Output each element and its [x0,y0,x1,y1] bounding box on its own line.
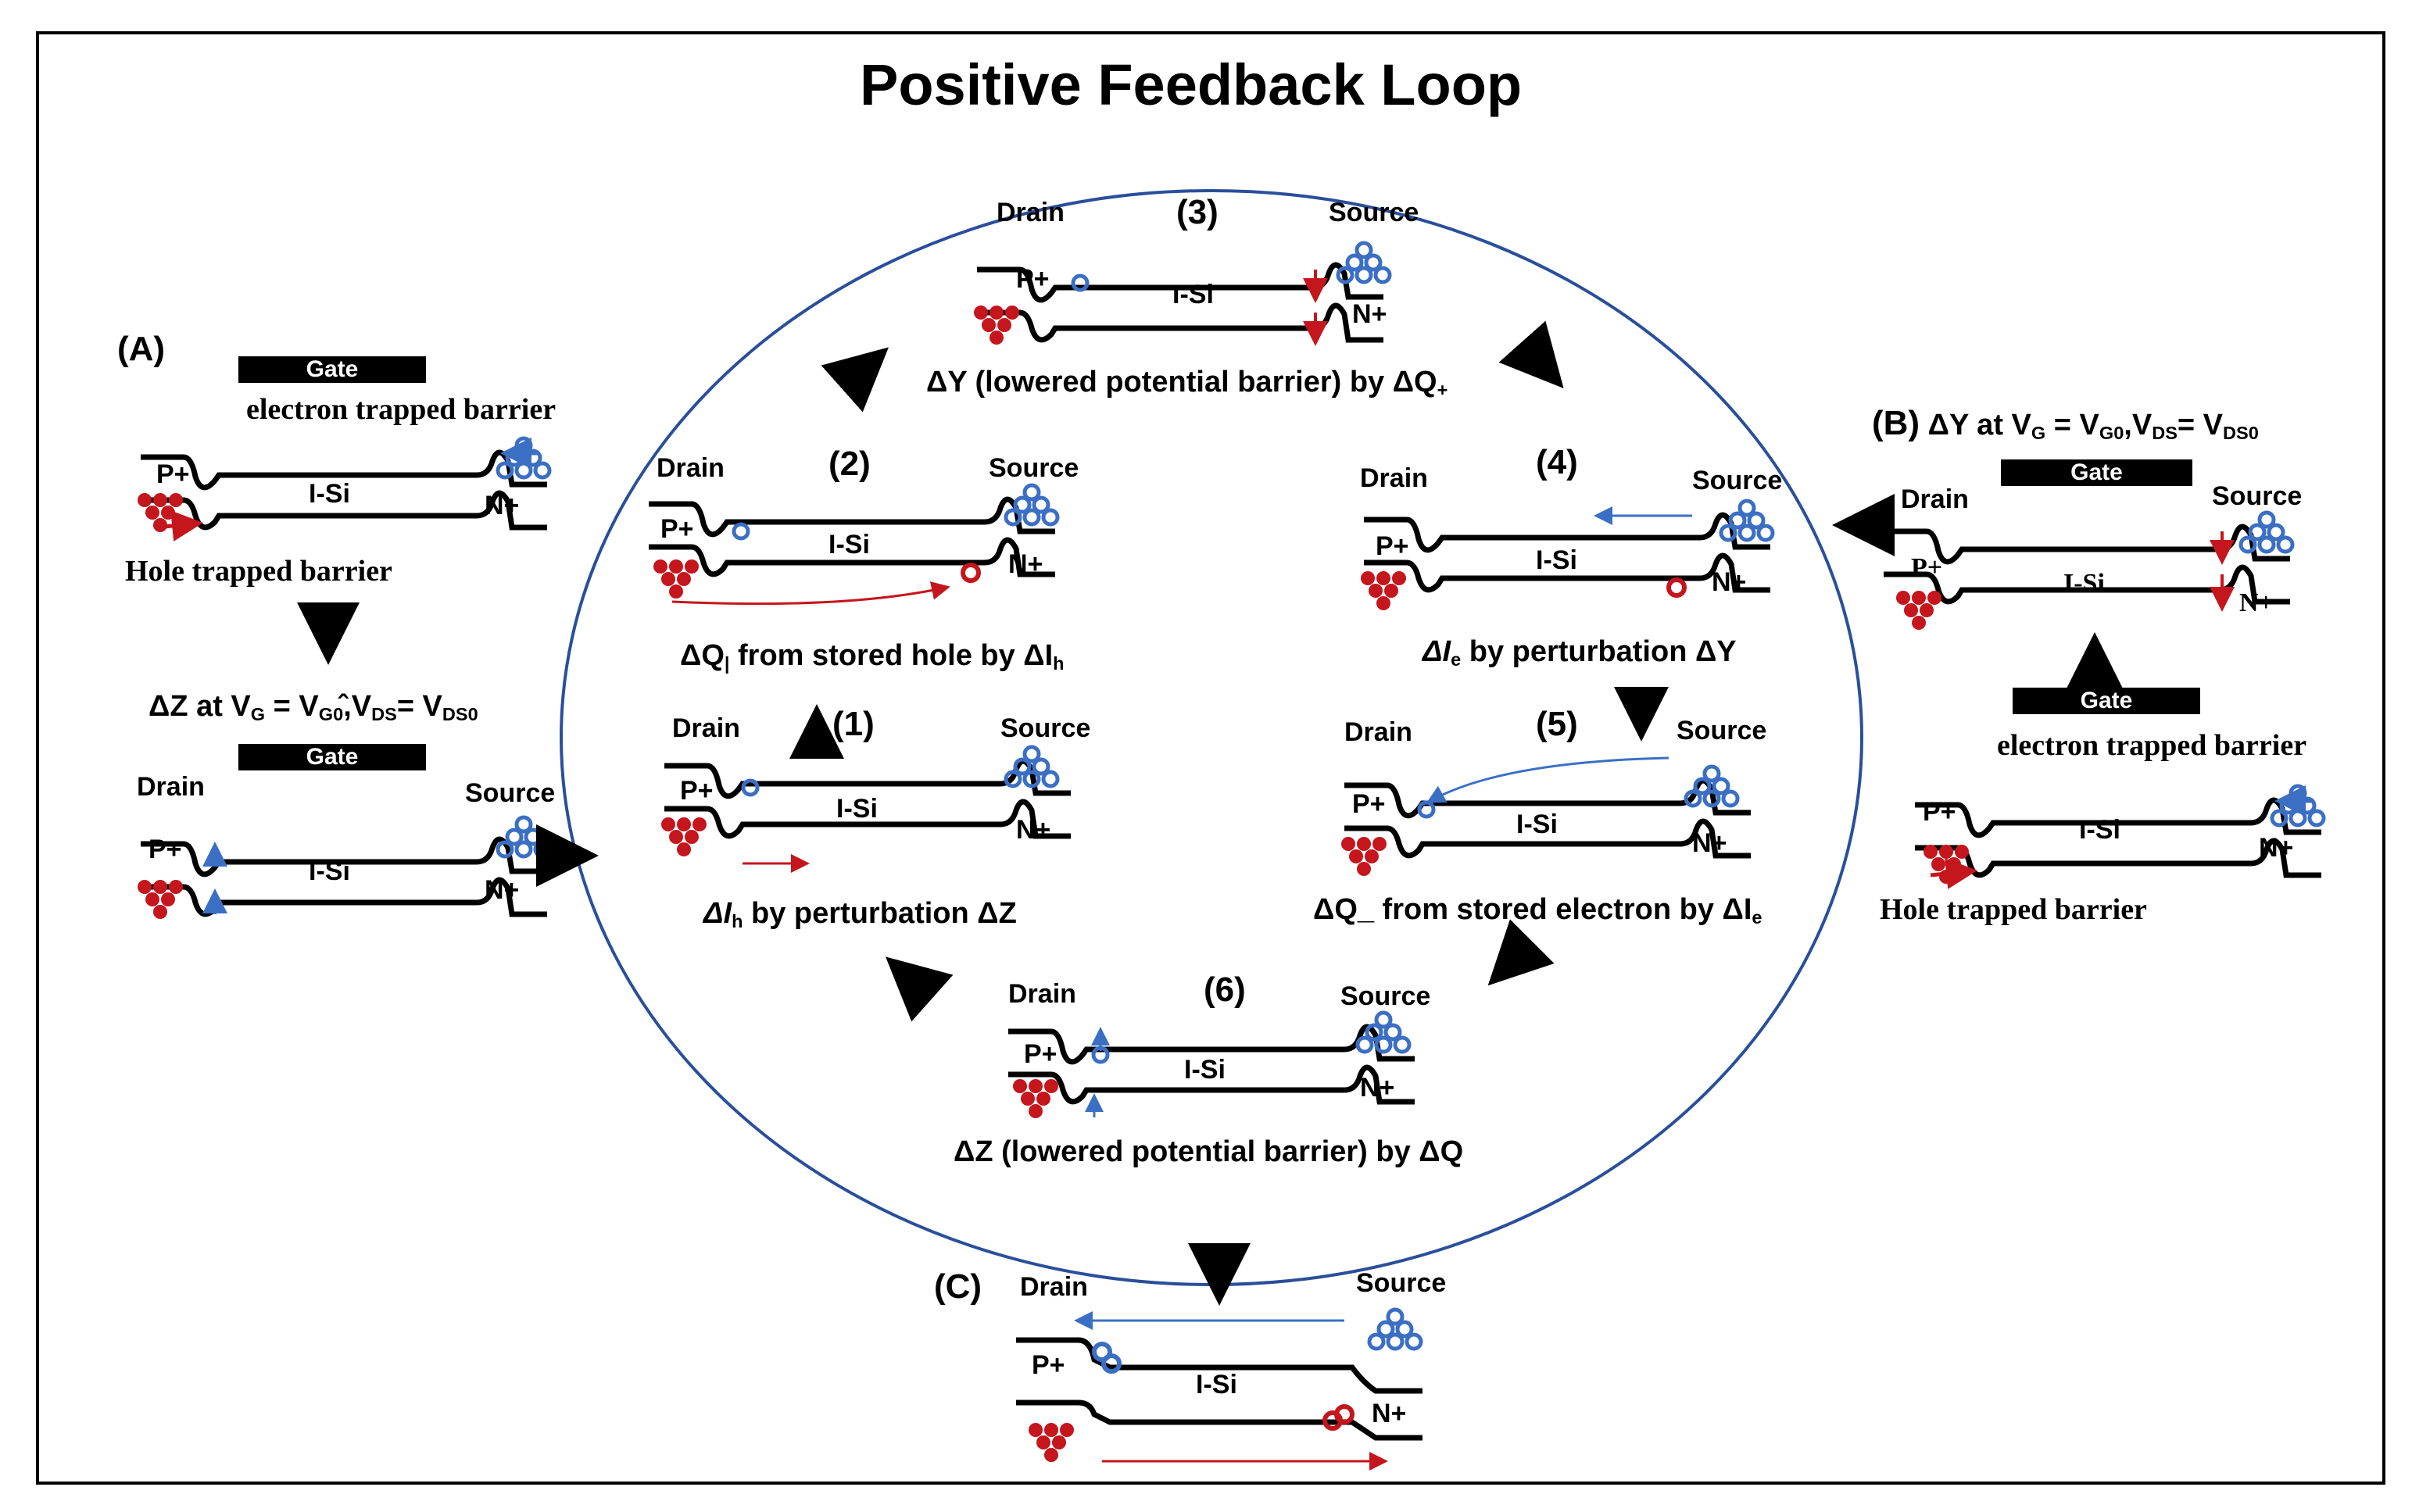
gate-a-top: Gate [238,356,426,383]
gate-a-bottom: Gate [238,744,426,770]
i-si-5: I-Si [1516,810,1558,839]
step4-number: (4) [1536,443,1578,481]
p-plus-4: P+ [1376,531,1409,561]
p-plus-a-bottom: P+ [149,835,182,864]
band-diagram-step5 [1341,756,1751,876]
source-6: Source [1340,981,1431,1011]
i-si-6: I-Si [1184,1055,1226,1085]
band-diagram-step1 [661,747,1071,873]
i-si-a-bottom: I-Si [309,856,350,886]
p-plus-3: P+ [1016,264,1050,294]
step5-caption: ΔQ_ from stored electron by ΔIe [1313,893,1762,928]
band-diagram-step6 [1008,1013,1415,1118]
band-diagram-step4 [1361,501,1773,610]
source-3: Source [1329,198,1419,227]
p-plus-5: P+ [1352,789,1386,819]
drain-a: Drain [137,772,205,802]
i-si-a-top: I-Si [309,479,350,509]
i-si-c: I-Si [1196,1370,1237,1399]
p-plus-b-top: P+ [1911,553,1943,582]
gate-b-bottom: Gate [2013,688,2200,714]
band-diagram-step3 [974,243,1390,346]
band-diagram-a-bottom [138,817,549,919]
p-plus-b-bottom: P+ [1923,797,1956,827]
hole-trapped-a: Hole trapped barrier [125,555,392,588]
electron-trapped-a: electron trapped barrier [246,393,556,426]
n-plus-a-bottom: N+ [485,875,520,905]
drain-4: Drain [1360,463,1428,493]
panel-a-letter: (A) [117,330,166,368]
drain-5: Drain [1344,717,1412,747]
source-2: Source [989,453,1079,483]
p-plus-6: P+ [1024,1039,1057,1069]
n-plus-c: N+ [1372,1399,1407,1428]
n-plus-1: N+ [1016,815,1051,845]
step1-caption: ΔIh by perturbation ΔZ [703,897,1017,931]
band-diagram-a-top [138,438,549,542]
band-diagram-b-top [1884,513,2292,630]
i-si-2: I-Si [828,530,870,559]
i-si-4: I-Si [1536,545,1577,575]
source-c: Source [1356,1268,1447,1298]
i-si-1: I-Si [836,794,878,824]
step6-number: (6) [1204,970,1246,1009]
i-si-3: I-Si [1172,280,1214,309]
source-1: Source [1000,713,1091,743]
step1-number: (1) [832,705,875,743]
electron-trapped-b: electron trapped barrier [1997,729,2307,762]
n-plus-a-top: N+ [485,491,520,520]
step5-number: (5) [1536,705,1578,743]
drain-6: Drain [1008,979,1076,1009]
band-diagram-c [1016,1310,1423,1471]
page-title: Positive Feedback Loop [860,52,1523,117]
step3-caption: ΔY (lowered potential barrier) by ΔQ+ [926,366,1448,400]
drain-2: Drain [657,453,725,483]
step6-caption: ΔZ (lowered potential barrier) by ΔQ [954,1135,1464,1168]
panel-a-condition: ΔZ at VG = VG0̂,VDS= VDS0 [149,690,478,724]
band-diagram-b-bottom [1915,786,2324,889]
band-diagram-step2 [649,485,1057,606]
feedback-loop-ellipse [560,189,1863,1286]
source-b: Source [2212,481,2303,511]
i-si-b-top: I-Si [2063,569,2105,598]
drain-b: Drain [1901,484,1969,514]
source-4: Source [1692,466,1783,495]
n-plus-3: N+ [1352,299,1387,329]
p-plus-2: P+ [660,514,694,544]
step2-caption: ΔQ| from stored hole by ΔIh [680,639,1065,674]
step2-number: (2) [828,445,871,483]
drain-1: Drain [672,713,740,743]
panel-b-condition: (B) ΔY at VG = VG0,VDS= VDS0 [1872,404,2259,443]
p-plus-c: P+ [1032,1350,1065,1380]
source-a: Source [465,778,556,808]
n-plus-b-bottom: N+ [2259,833,2294,863]
n-plus-5: N+ [1692,828,1727,858]
drain-c: Drain [1020,1272,1088,1302]
step4-caption: ΔIe by perturbation ΔY [1423,635,1737,670]
step3-number: (3) [1176,193,1219,231]
n-plus-b-top: N+ [2239,588,2274,617]
source-5: Source [1677,716,1767,745]
p-plus-1: P+ [680,776,714,806]
i-si-b-bottom: I-Si [2079,815,2120,845]
gate-b-top: Gate [2001,459,2192,486]
n-plus-6: N+ [1360,1073,1395,1103]
panel-c-letter: (C) [934,1267,982,1306]
figure-frame [36,31,2385,1485]
n-plus-4: N+ [1712,567,1747,597]
drain-3: Drain [997,198,1065,227]
p-plus-a-top: P+ [156,459,190,489]
hole-trapped-b: Hole trapped barrier [1880,893,2147,926]
n-plus-2: N+ [1008,549,1043,579]
